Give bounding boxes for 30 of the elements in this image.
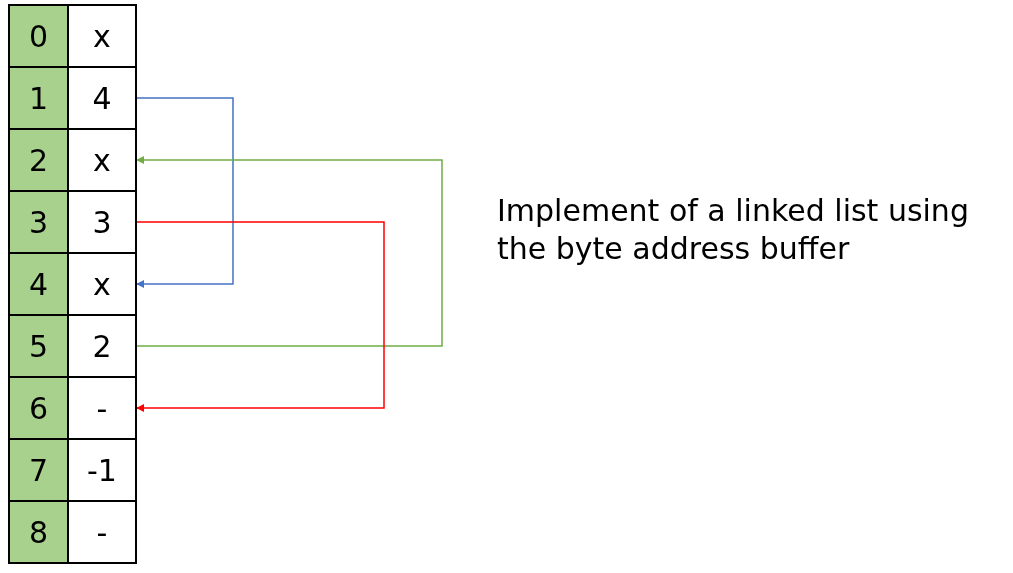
cell-text: 0: [28, 18, 49, 54]
cell-text: -: [96, 514, 108, 550]
cell-text: 6: [28, 390, 49, 426]
value-cell: [67, 4, 137, 68]
index-cell: [8, 500, 69, 564]
index-cell: [8, 4, 69, 68]
cell-text: 3: [28, 204, 49, 240]
cell-text: 8: [28, 514, 49, 550]
index-cell: [8, 314, 69, 378]
index-cell: [8, 438, 69, 502]
cell-text: 4: [92, 80, 112, 116]
index-cell: [8, 252, 69, 316]
cell-text: -1: [87, 452, 117, 488]
cell-text: 5: [28, 328, 49, 364]
cell-text: x: [93, 266, 111, 302]
index-cell: [8, 66, 69, 130]
index-cell: [8, 128, 69, 192]
caption: Implement of a linked list using the byte address buffer: [497, 192, 970, 268]
cell-text: 1: [28, 80, 49, 116]
index-cell: [8, 376, 69, 440]
cell-text: 7: [28, 452, 49, 488]
cell-text: x: [93, 142, 111, 178]
cell-text: 4: [28, 266, 49, 302]
cell-text: 2: [28, 142, 49, 178]
value-cell: [67, 500, 137, 564]
cell-text: 2: [92, 328, 112, 364]
cell-text: x: [93, 18, 111, 54]
cell-text: -: [96, 390, 108, 426]
cell-text: 3: [92, 204, 112, 240]
index-cell: [8, 190, 69, 254]
